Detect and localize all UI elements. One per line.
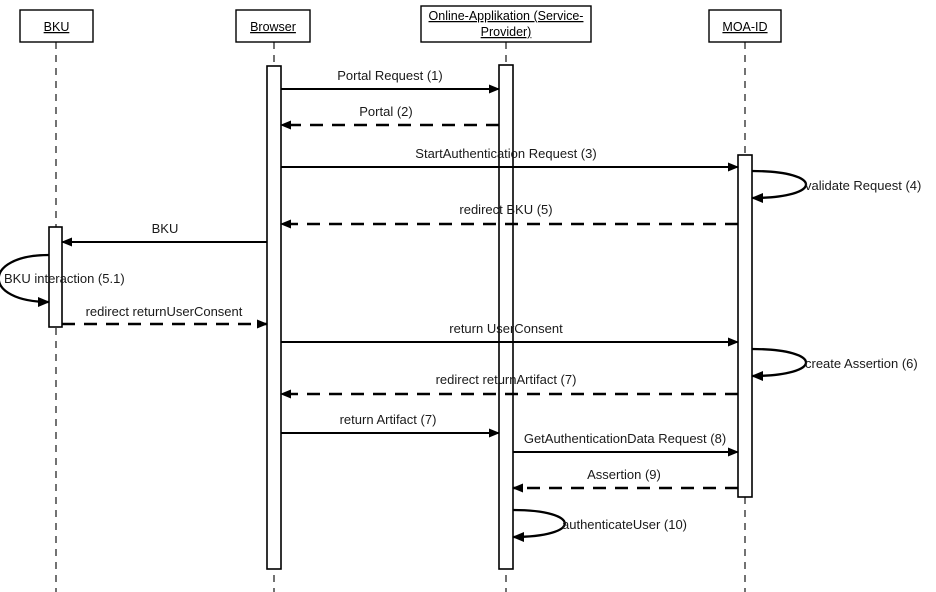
participant-box-browser[interactable] <box>235 9 311 43</box>
message-label-m11: redirect returnArtifact (7) <box>436 372 577 387</box>
activation-bar-bku <box>48 226 63 328</box>
message-label-m2: Portal (2) <box>359 104 412 119</box>
participant-label-oa-line2: Provider) <box>481 25 532 39</box>
message-label-m8: redirect returnUserConsent <box>86 304 243 319</box>
self-message-m15 <box>512 508 566 542</box>
message-label-m1: Portal Request (1) <box>337 68 443 83</box>
message-label-m7: BKU interaction (5.1) <box>4 271 125 286</box>
message-label-m4: validate Request (4) <box>805 178 921 193</box>
participant-box-moaid[interactable] <box>708 9 782 43</box>
participant-label-bku: BKU <box>44 20 70 34</box>
message-label-m6: BKU <box>152 221 179 236</box>
message-label-m13: GetAuthenticationData Request (8) <box>524 431 726 446</box>
self-message-m10 <box>751 347 808 381</box>
self-message-m7 <box>0 253 50 307</box>
participant-label-browser: Browser <box>250 20 296 34</box>
message-label-m9: return UserConsent <box>449 321 563 336</box>
activation-bar-moaid <box>737 154 753 498</box>
activation-bars-group <box>48 64 753 570</box>
message-label-m12: return Artifact (7) <box>340 412 437 427</box>
participant-label-moaid: MOA-ID <box>722 20 767 34</box>
message-label-m3: StartAuthentication Request (3) <box>415 146 596 161</box>
message-labels-group: Portal Request (1) Portal (2) StartAuthent… <box>4 68 921 532</box>
participant-box-bku[interactable] <box>19 9 94 43</box>
participant-headers-group: BKU Browser Online-Applikation (Service- Pr… <box>19 5 782 43</box>
self-message-m4 <box>751 169 808 203</box>
messages-group <box>0 84 808 542</box>
message-label-m5: redirect BKU (5) <box>459 202 552 217</box>
message-label-m14: Assertion (9) <box>587 467 661 482</box>
message-label-m15: authenticateUser (10) <box>562 517 687 532</box>
activation-bar-oa <box>498 64 514 570</box>
participant-label-oa: Online-Applikation (Service- <box>429 9 584 23</box>
activation-bar-browser <box>266 65 282 570</box>
message-label-m10: create Assertion (6) <box>805 356 918 371</box>
participant-box-oa[interactable] <box>420 5 592 43</box>
